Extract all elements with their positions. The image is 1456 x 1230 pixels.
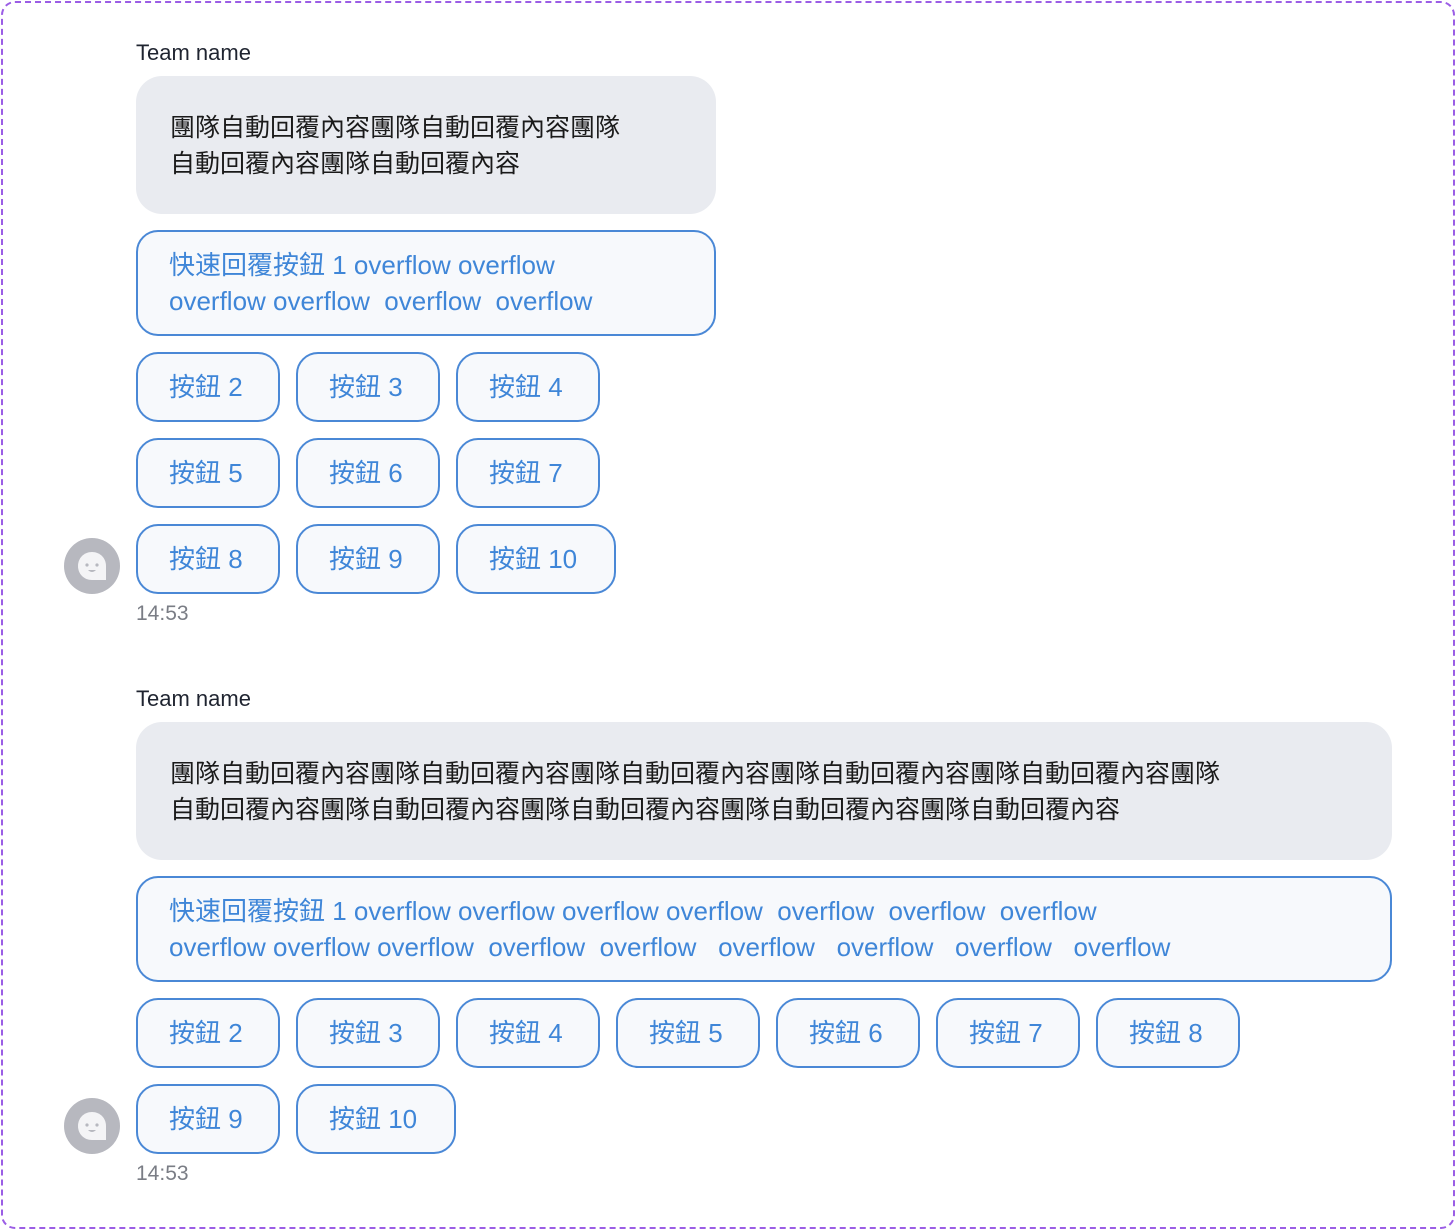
quick-reply-button-1[interactable]: 快速回覆按鈕 1 overflow overflow overflow over… bbox=[136, 876, 1392, 982]
quick-reply-button-8[interactable]: 按鈕 8 bbox=[136, 524, 280, 594]
message-bubble: 團隊自動回覆內容團隊自動回覆內容團隊自動回覆內容團隊自動回覆內容 bbox=[136, 76, 716, 214]
message-text-line: 團隊自動回覆內容團隊自動回覆內容團隊 bbox=[170, 114, 621, 142]
button-label: 按鈕 3 bbox=[329, 372, 403, 402]
quick-reply-button-4[interactable]: 按鈕 4 bbox=[456, 998, 600, 1068]
button-label: 按鈕 6 bbox=[809, 1018, 883, 1048]
bot-face-icon bbox=[78, 552, 106, 580]
button-label: 按鈕 10 bbox=[489, 544, 578, 574]
button-label: 按鈕 7 bbox=[489, 458, 563, 488]
message-text-line: 自動回覆內容團隊自動回覆內容 bbox=[170, 150, 521, 178]
button-label: 按鈕 4 bbox=[489, 1018, 563, 1048]
quick-reply-button-3[interactable]: 按鈕 3 bbox=[296, 352, 440, 422]
quick-reply-label-line: 快速回覆按鈕 1 overflow overflow bbox=[169, 250, 555, 280]
quick-reply-label-line: overflow overflow overflow overflow over… bbox=[169, 932, 1171, 962]
quick-reply-button-3[interactable]: 按鈕 3 bbox=[296, 998, 440, 1068]
button-label: 按鈕 9 bbox=[169, 1104, 243, 1134]
sender-name: Team name bbox=[136, 40, 251, 65]
button-label: 按鈕 9 bbox=[329, 544, 403, 574]
quick-reply-button-6[interactable]: 按鈕 6 bbox=[776, 998, 920, 1068]
quick-reply-button-2[interactable]: 按鈕 2 bbox=[136, 998, 280, 1068]
bot-face-icon bbox=[78, 1112, 106, 1140]
button-label: 按鈕 3 bbox=[329, 1018, 403, 1048]
button-label: 按鈕 7 bbox=[969, 1018, 1043, 1048]
timestamp: 14:53 bbox=[136, 602, 189, 625]
button-label: 按鈕 5 bbox=[649, 1018, 723, 1048]
button-label: 按鈕 8 bbox=[169, 544, 243, 574]
quick-reply-button-7[interactable]: 按鈕 7 bbox=[456, 438, 600, 508]
avatar bbox=[64, 1098, 120, 1154]
quick-reply-button-4[interactable]: 按鈕 4 bbox=[456, 352, 600, 422]
quick-reply-button-5[interactable]: 按鈕 5 bbox=[136, 438, 280, 508]
message-text-line: 團隊自動回覆內容團隊自動回覆內容團隊自動回覆內容團隊自動回覆內容團隊自動回覆內容… bbox=[170, 760, 1221, 788]
button-label: 按鈕 5 bbox=[169, 458, 243, 488]
timestamp: 14:53 bbox=[136, 1162, 189, 1185]
quick-reply-button-1[interactable]: 快速回覆按鈕 1 overflow overflow overflow overf… bbox=[136, 230, 716, 336]
quick-reply-button-10[interactable]: 按鈕 10 bbox=[456, 524, 616, 594]
quick-reply-button-8[interactable]: 按鈕 8 bbox=[1096, 998, 1240, 1068]
quick-reply-label-line: overflow overflow overflow overflow bbox=[169, 286, 593, 316]
quick-reply-button-5[interactable]: 按鈕 5 bbox=[616, 998, 760, 1068]
button-label: 按鈕 2 bbox=[169, 1018, 243, 1048]
quick-reply-button-10[interactable]: 按鈕 10 bbox=[296, 1084, 456, 1154]
button-label: 按鈕 4 bbox=[489, 372, 563, 402]
quick-reply-button-7[interactable]: 按鈕 7 bbox=[936, 998, 1080, 1068]
quick-reply-button-2[interactable]: 按鈕 2 bbox=[136, 352, 280, 422]
avatar bbox=[64, 538, 120, 594]
quick-reply-button-6[interactable]: 按鈕 6 bbox=[296, 438, 440, 508]
button-label: 按鈕 2 bbox=[169, 372, 243, 402]
sender-name: Team name bbox=[136, 686, 251, 711]
quick-reply-button-9[interactable]: 按鈕 9 bbox=[296, 524, 440, 594]
button-label: 按鈕 8 bbox=[1129, 1018, 1203, 1048]
message-bubble: 團隊自動回覆內容團隊自動回覆內容團隊自動回覆內容團隊自動回覆內容團隊自動回覆內容… bbox=[136, 722, 1392, 860]
button-label: 按鈕 10 bbox=[329, 1104, 418, 1134]
quick-reply-button-9[interactable]: 按鈕 9 bbox=[136, 1084, 280, 1154]
message-text-line: 自動回覆內容團隊自動回覆內容團隊自動回覆內容團隊自動回覆內容團隊自動回覆內容 bbox=[170, 796, 1121, 824]
button-label: 按鈕 6 bbox=[329, 458, 403, 488]
quick-reply-label-line: 快速回覆按鈕 1 overflow overflow overflow over… bbox=[169, 896, 1097, 926]
